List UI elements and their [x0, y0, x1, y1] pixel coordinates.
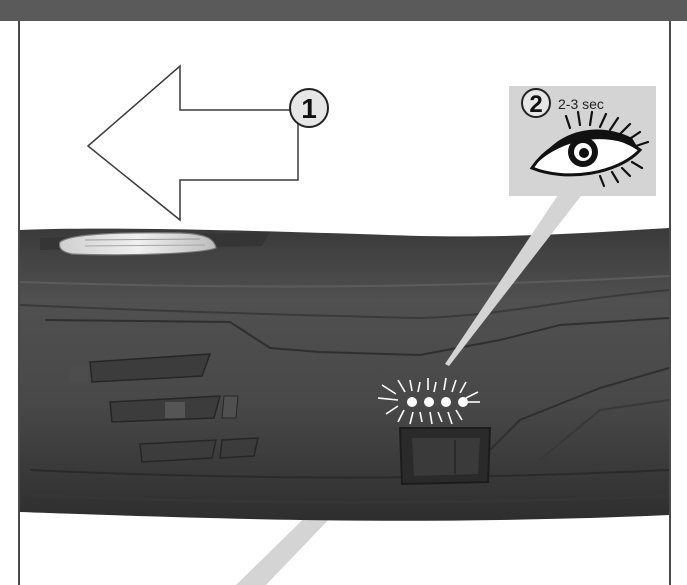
eye-icon: [529, 110, 650, 188]
led-indicator-icon: [377, 377, 480, 425]
step-2-number: 2: [529, 91, 542, 118]
battery-slot: [398, 427, 492, 486]
arrow-left-icon: [86, 64, 299, 222]
step-1-number: 1: [301, 93, 317, 124]
frame-border-right: [669, 21, 671, 585]
control-buttons: [70, 353, 259, 463]
slide-switch: [58, 232, 217, 256]
step-1-badge: 1: [289, 88, 329, 128]
frame-border-left: [18, 21, 20, 585]
step-2-duration: 2-3 sec: [558, 96, 604, 112]
top-bar: [0, 0, 687, 21]
callout-line-top: [445, 192, 584, 366]
eye-callout-panel: 2 2-3 sec: [509, 86, 656, 196]
